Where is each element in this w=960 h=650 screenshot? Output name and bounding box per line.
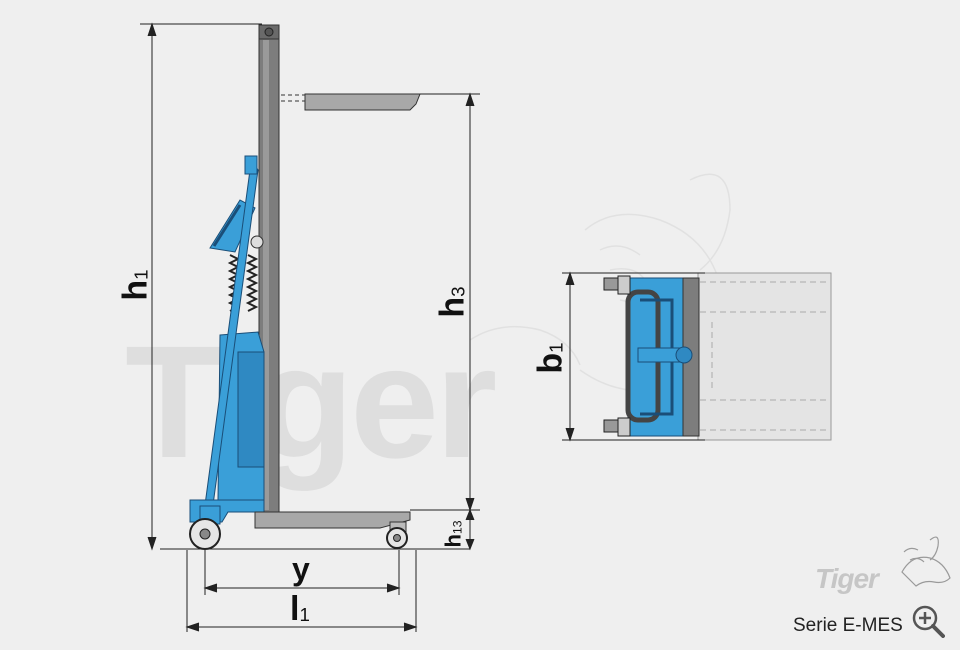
h1-label-main: h	[116, 279, 155, 301]
series-label: Serie E-MES	[793, 615, 903, 636]
l1-label: l1	[290, 592, 310, 626]
zoom-button[interactable]	[911, 604, 945, 638]
mast-inner	[263, 40, 269, 510]
y-label-main: y	[292, 551, 310, 587]
top-wheels	[603, 275, 631, 437]
h3-label-sub: 3	[447, 286, 469, 297]
zoom-in-icon	[912, 605, 945, 638]
h3-label: h3	[433, 286, 472, 318]
h1-label-sub: 1	[130, 269, 152, 280]
control-knob	[250, 235, 264, 249]
rear-wheel	[189, 505, 221, 550]
mast-pulley	[264, 27, 274, 37]
l1-label-main: l	[290, 590, 300, 628]
h13-label: h13	[440, 520, 466, 548]
l1-dimension	[185, 550, 418, 632]
b1-label-sub: 1	[545, 342, 567, 353]
y-label: y	[292, 553, 310, 585]
b1-label: b1	[531, 342, 570, 374]
brand-logo-text: Tiger	[815, 563, 879, 594]
l1-label-sub: 1	[299, 603, 310, 625]
b1-label-main: b	[531, 352, 570, 374]
top-view	[562, 271, 832, 442]
h13-dimension	[465, 508, 475, 551]
h13-label-sub: 13	[450, 520, 465, 534]
y-dimension	[203, 550, 401, 595]
b1-dimension	[562, 271, 705, 442]
fork-base	[254, 511, 411, 529]
platform	[304, 93, 421, 111]
body-side-panel	[237, 351, 265, 468]
tiger-logo-graphic	[901, 536, 951, 587]
h3-dimension	[410, 92, 480, 512]
front-wheel	[386, 521, 408, 549]
h1-label: h1	[116, 269, 155, 301]
top-platform	[697, 272, 832, 441]
side-view	[140, 22, 480, 632]
h13-label-main: h	[440, 534, 466, 548]
watermark-brand-text: Tiger	[125, 312, 497, 491]
h1-dimension	[140, 22, 262, 551]
h3-label-main: h	[433, 296, 472, 318]
